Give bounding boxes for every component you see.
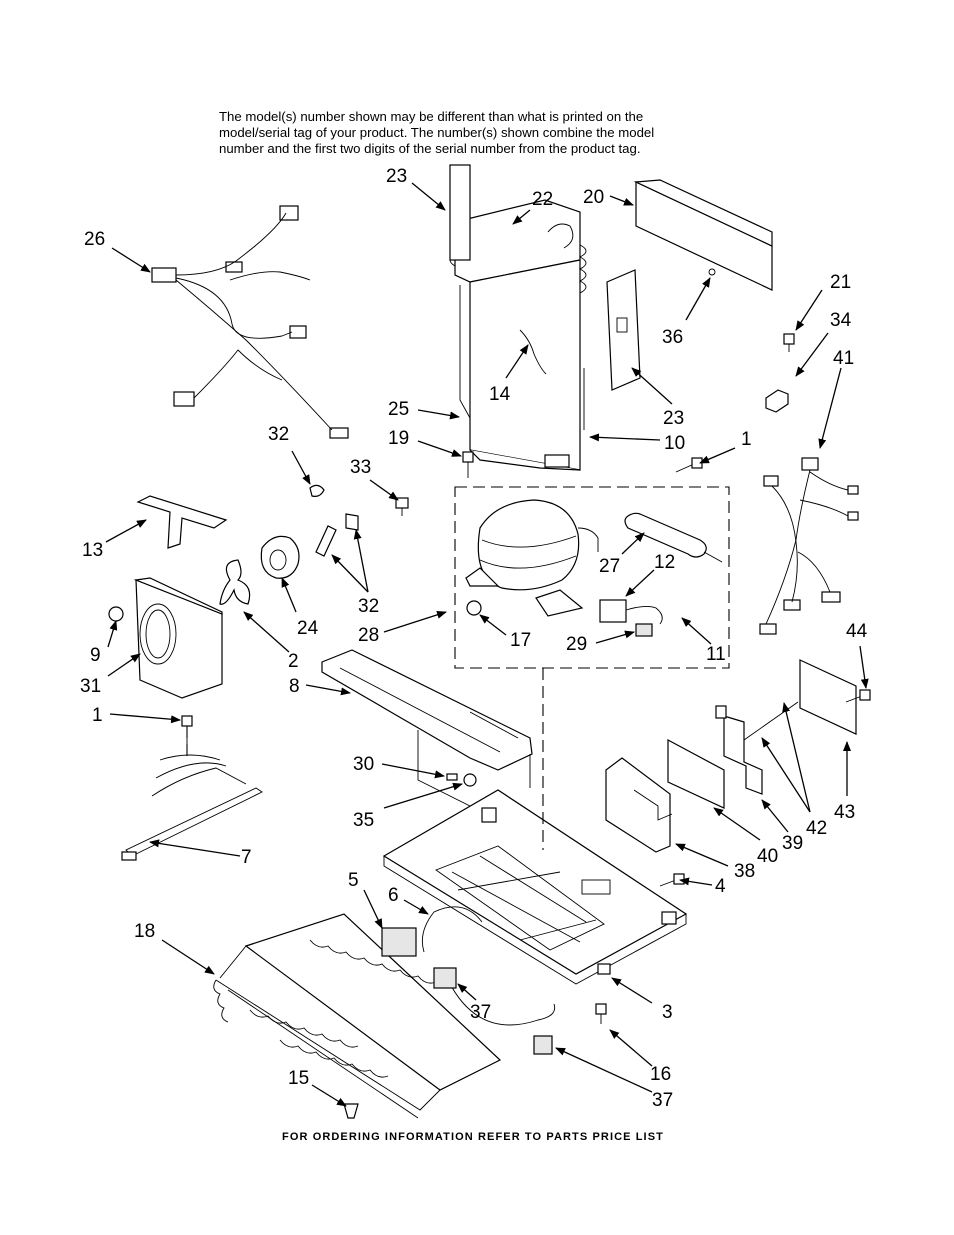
- grommet-17: [466, 600, 482, 616]
- part-21-screw: [783, 333, 795, 352]
- callout-1-left: 1: [92, 705, 103, 726]
- part-33-screw: [395, 497, 409, 516]
- callout-3: 3: [662, 1002, 673, 1023]
- footer-note-text: FOR ORDERING INFORMATION REFER TO PARTS …: [282, 1131, 664, 1143]
- callout-32-top: 32: [268, 424, 289, 445]
- callout-labels: 23 22 20 26 21 34 36 41 14 23 25 32 1 19…: [80, 166, 868, 1111]
- part-42-rod: [743, 701, 799, 741]
- part-43-board: [799, 659, 857, 735]
- callout-22: 22: [532, 189, 553, 210]
- callout-20: 20: [583, 187, 604, 208]
- callout-1-top: 1: [741, 429, 752, 450]
- part-16-screw: [595, 1003, 607, 1024]
- callout-11: 11: [706, 644, 726, 665]
- callout-5: 5: [348, 870, 359, 891]
- part-5-clip: [381, 927, 417, 957]
- header-note-line-1: The model(s) number shown may be differe…: [219, 109, 644, 124]
- header-note-line-3: number and the first two digits of the s…: [219, 141, 641, 156]
- callout-34: 34: [830, 310, 852, 331]
- callout-13: 13: [82, 540, 103, 561]
- fan-shroud-31: [133, 577, 223, 699]
- callout-27: 27: [599, 556, 620, 577]
- callout-37-middle: 37: [470, 1002, 491, 1023]
- callout-28: 28: [358, 625, 379, 646]
- part-20-cover: [633, 179, 773, 291]
- callout-33: 33: [350, 457, 371, 478]
- part-19-screw: [462, 451, 474, 478]
- part-1-screw-upper: [675, 457, 703, 473]
- callout-24: 24: [297, 618, 319, 639]
- base-plate: [382, 789, 688, 985]
- footer-note: FOR ORDERING INFORMATION REFER TO PARTS …: [0, 1131, 954, 1143]
- part-35-grommet: [463, 773, 477, 787]
- wiring-harness-41: [759, 457, 859, 635]
- callout-25: 25: [388, 399, 409, 420]
- evaporator-coil-18: [213, 913, 502, 1119]
- fan-motor-24: [260, 535, 300, 579]
- part-6-tube: [421, 906, 556, 1026]
- callout-40: 40: [757, 846, 778, 867]
- callout-18: 18: [134, 921, 155, 942]
- callout-23-right: 23: [663, 408, 684, 429]
- callout-30: 30: [353, 754, 374, 775]
- part-44-screw: [845, 689, 871, 703]
- callout-7: 7: [241, 847, 252, 868]
- callout-23-top: 23: [386, 166, 407, 187]
- callout-26: 26: [84, 229, 105, 250]
- wiring-7: [121, 754, 263, 861]
- callout-21: 21: [830, 272, 851, 293]
- callout-44: 44: [846, 621, 868, 642]
- condenser-coil-assembly: [449, 164, 641, 471]
- part-37-clip-a: [433, 967, 457, 989]
- callout-6: 6: [388, 885, 399, 906]
- callout-16: 16: [650, 1064, 671, 1085]
- part-32-tube-c: [345, 513, 359, 531]
- compressor: [465, 499, 599, 617]
- part-32-tube-b: [315, 525, 337, 557]
- callout-35: 35: [353, 810, 374, 831]
- leader-lines: [105, 182, 869, 1107]
- callout-37-bottom: 37: [652, 1090, 673, 1111]
- part-32-tube-a: [309, 484, 325, 497]
- callout-38: 38: [734, 861, 755, 882]
- callout-9: 9: [90, 645, 101, 666]
- part-15-screw: [343, 1103, 359, 1119]
- header-note: The model(s) number shown may be differe…: [219, 109, 739, 157]
- part-39-bracket: [715, 705, 763, 795]
- callout-4: 4: [715, 876, 726, 897]
- callout-2: 2: [288, 651, 299, 672]
- relay-29: [599, 599, 663, 637]
- callout-10: 10: [664, 433, 685, 454]
- callout-15: 15: [288, 1068, 309, 1089]
- header-note-line-2: model/serial tag of your product. The nu…: [219, 125, 655, 140]
- part-9-grommet: [108, 606, 124, 622]
- callout-17: 17: [510, 630, 531, 651]
- callout-19: 19: [388, 428, 409, 449]
- drain-pan-8: [321, 649, 533, 807]
- callout-39: 39: [782, 833, 803, 854]
- part-34-bracket: [765, 389, 789, 413]
- part-40-bracket: [667, 738, 725, 809]
- callout-41: 41: [833, 348, 854, 369]
- callout-32-bottom: 32: [358, 596, 379, 617]
- callout-29: 29: [566, 634, 587, 655]
- wiring-harness-26: [151, 205, 349, 439]
- callout-42: 42: [806, 818, 827, 839]
- callout-12: 12: [654, 552, 675, 573]
- gasket-13: [136, 495, 228, 549]
- callout-43: 43: [834, 802, 855, 823]
- part-37-clip-b: [533, 1035, 553, 1055]
- part-30-pin: [446, 773, 458, 781]
- compressor-group-box: [454, 486, 730, 669]
- callout-14: 14: [489, 384, 511, 405]
- callout-36: 36: [662, 327, 683, 348]
- callout-31: 31: [80, 676, 101, 697]
- callout-8: 8: [289, 676, 300, 697]
- control-box-38: [605, 757, 673, 853]
- drier-27: [624, 512, 723, 563]
- fan-blade-2: [219, 559, 251, 605]
